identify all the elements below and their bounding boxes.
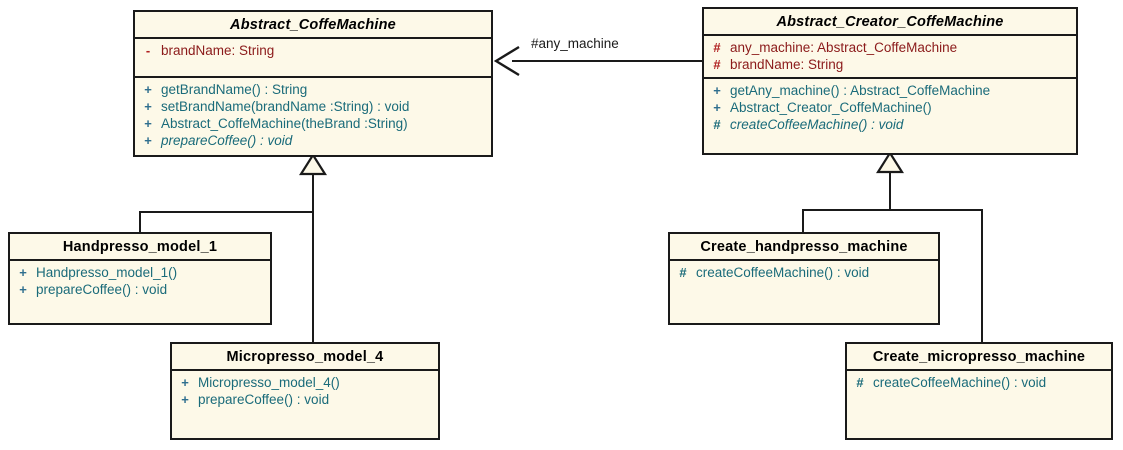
visibility-marker: +	[144, 133, 152, 148]
visibility-marker: +	[19, 265, 27, 280]
method-row: # createCoffeeMachine() : void	[670, 264, 938, 281]
method-row: + prepareCoffee() : void	[10, 281, 270, 298]
method-row: # createCoffeeMachine() : void	[704, 116, 1076, 133]
class-title-create-handpresso-machine: Create_handpresso_machine	[700, 239, 908, 255]
compartment-divider	[704, 34, 1076, 36]
visibility-marker: #	[679, 265, 687, 280]
generalization-stem-right	[889, 171, 891, 211]
visibility-marker: #	[713, 40, 721, 55]
class-box-create-handpresso-machine[interactable]: Create_handpresso_machine # createCoffee…	[668, 232, 940, 325]
visibility-marker: #	[713, 57, 721, 72]
generalization-bar-left	[140, 211, 314, 213]
attribute-row: # brandName: String	[704, 56, 1076, 73]
class-title-create-micropresso-machine: Create_micropresso_machine	[872, 349, 1086, 365]
method-label: Handpresso_model_1()	[36, 265, 178, 280]
generalization-triangle-right-outline-icon	[876, 151, 904, 174]
method-label: createCoffeeMachine() : void	[730, 117, 904, 132]
class-title-handpresso-model-1: Handpresso_model_1	[62, 239, 218, 255]
visibility-marker: +	[713, 100, 721, 115]
method-row: + Micropresso_model_4()	[172, 374, 438, 391]
method-row: + getBrandName() : String	[135, 81, 491, 98]
methods-compartment-create-handpresso: # createCoffeeMachine() : void	[670, 261, 938, 285]
method-label: Micropresso_model_4()	[198, 375, 340, 390]
methods-compartment-handpresso: + Handpresso_model_1() + prepareCoffee()…	[10, 261, 270, 302]
association-arrowhead-open-icon	[494, 45, 520, 77]
class-box-abstract-creator-coffemachine[interactable]: Abstract_Creator_CoffeMachine # any_mach…	[702, 7, 1078, 155]
visibility-marker: -	[145, 43, 151, 58]
method-label: prepareCoffee() : void	[161, 133, 293, 148]
compartment-divider	[704, 77, 1076, 79]
class-box-abstract-coffemachine[interactable]: Abstract_CoffeMachine - brandName: Strin…	[133, 10, 493, 157]
compartment-divider	[847, 369, 1111, 371]
generalization-drop-create-handpresso	[802, 209, 804, 233]
generalization-drop-handpresso	[139, 211, 141, 233]
attributes-compartment-abstract-coffemachine: - brandName: String	[135, 39, 491, 76]
method-label: setBrandName(brandName :String) : void	[161, 99, 410, 114]
association-label-any-machine: #any_machine	[531, 36, 619, 51]
generalization-drop-micropresso	[312, 211, 314, 343]
class-title-abstract-creator-coffemachine: Abstract_Creator_CoffeMachine	[776, 14, 1004, 30]
compartment-divider	[135, 37, 491, 39]
attribute-label: any_machine: Abstract_CoffeMachine	[730, 40, 958, 55]
method-row: + setBrandName(brandName :String) : void	[135, 98, 491, 115]
method-label: Abstract_CoffeMachine(theBrand :String)	[161, 116, 408, 131]
class-title-micropresso-model-4: Micropresso_model_4	[226, 349, 384, 365]
class-title-abstract-coffemachine: Abstract_CoffeMachine	[230, 17, 396, 33]
method-label: createCoffeeMachine() : void	[696, 265, 870, 280]
association-line-any-machine	[512, 60, 702, 62]
compartment-divider	[10, 259, 270, 261]
compartment-divider	[172, 369, 438, 371]
compartment-divider	[135, 76, 491, 78]
method-row: + prepareCoffee() : void	[172, 391, 438, 408]
visibility-marker: #	[713, 117, 721, 132]
visibility-marker: #	[856, 375, 864, 390]
method-label: getBrandName() : String	[161, 82, 308, 97]
generalization-stem-left	[312, 173, 314, 213]
methods-compartment-micropresso: + Micropresso_model_4() + prepareCoffee(…	[172, 371, 438, 412]
generalization-drop-create-micropresso	[981, 209, 983, 343]
visibility-marker: +	[144, 82, 152, 97]
class-box-create-micropresso-machine[interactable]: Create_micropresso_machine # createCoffe…	[845, 342, 1113, 440]
attribute-row: - brandName: String	[135, 42, 491, 59]
method-label: prepareCoffee() : void	[36, 282, 168, 297]
method-row: + Handpresso_model_1()	[10, 264, 270, 281]
generalization-bar-right	[803, 209, 983, 211]
visibility-marker: +	[181, 375, 189, 390]
visibility-marker: +	[144, 116, 152, 131]
class-box-handpresso-model-1[interactable]: Handpresso_model_1 + Handpresso_model_1(…	[8, 232, 272, 325]
class-box-micropresso-model-4[interactable]: Micropresso_model_4 + Micropresso_model_…	[170, 342, 440, 440]
method-row: # createCoffeeMachine() : void	[847, 374, 1111, 391]
method-label: createCoffeeMachine() : void	[873, 375, 1047, 390]
method-row: + prepareCoffee() : void	[135, 132, 491, 149]
method-label: Abstract_Creator_CoffeMachine()	[730, 100, 932, 115]
visibility-marker: +	[19, 282, 27, 297]
method-row: + getAny_machine() : Abstract_CoffeMachi…	[704, 82, 1076, 99]
methods-compartment-create-micropresso: # createCoffeeMachine() : void	[847, 371, 1111, 395]
method-row: + Abstract_Creator_CoffeMachine()	[704, 99, 1076, 116]
visibility-marker: +	[144, 99, 152, 114]
method-label: getAny_machine() : Abstract_CoffeMachine	[730, 83, 991, 98]
attribute-row: # any_machine: Abstract_CoffeMachine	[704, 39, 1076, 56]
method-label: prepareCoffee() : void	[198, 392, 330, 407]
compartment-divider	[670, 259, 938, 261]
methods-compartment-abstract-creator: + getAny_machine() : Abstract_CoffeMachi…	[704, 79, 1076, 137]
attribute-label: brandName: String	[730, 57, 844, 72]
visibility-marker: +	[181, 392, 189, 407]
attributes-compartment-abstract-creator: # any_machine: Abstract_CoffeMachine # b…	[704, 36, 1076, 77]
attribute-label: brandName: String	[161, 43, 275, 58]
generalization-triangle-left-outline-icon	[299, 153, 327, 176]
visibility-marker: +	[713, 83, 721, 98]
methods-compartment-abstract-coffemachine: + getBrandName() : String + setBrandName…	[135, 78, 491, 153]
method-row: + Abstract_CoffeMachine(theBrand :String…	[135, 115, 491, 132]
